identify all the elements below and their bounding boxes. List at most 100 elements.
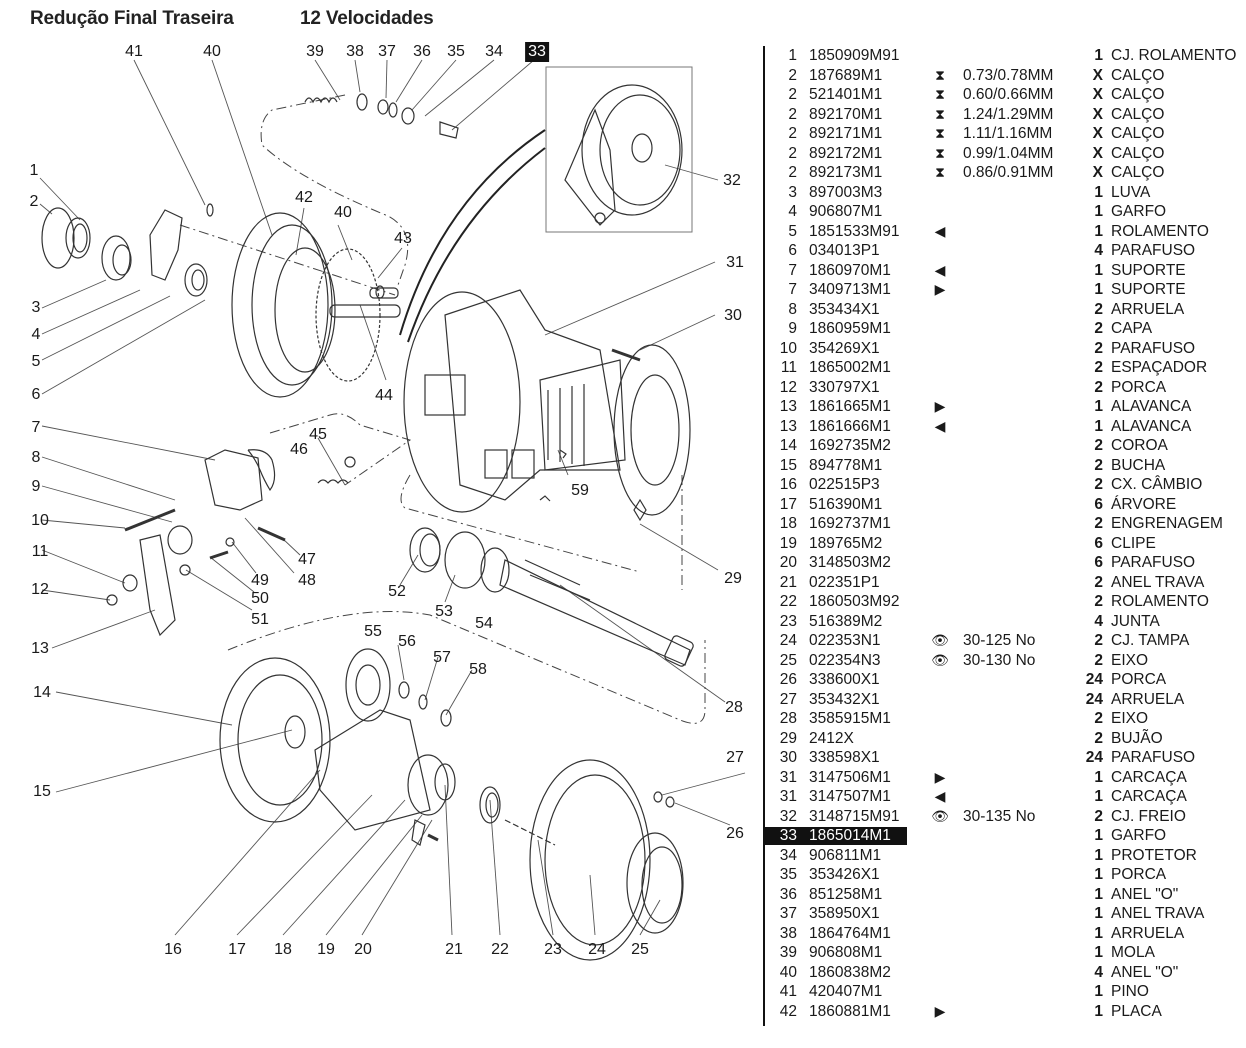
callout-4[interactable]: 4 — [31, 326, 41, 343]
callout-38[interactable]: 38 — [346, 43, 364, 60]
callout-25[interactable]: 25 — [631, 941, 649, 958]
callout-17[interactable]: 17 — [228, 941, 246, 958]
callout-47[interactable]: 47 — [298, 551, 316, 568]
callout-20[interactable]: 20 — [354, 941, 372, 958]
callout-5[interactable]: 5 — [31, 353, 41, 370]
callout-32[interactable]: 32 — [723, 172, 741, 189]
callout-10[interactable]: 10 — [31, 512, 49, 529]
callout-11[interactable]: 11 — [31, 543, 49, 560]
callout-3[interactable]: 3 — [31, 299, 41, 316]
callout-51[interactable]: 51 — [251, 611, 269, 628]
callout-18[interactable]: 18 — [274, 941, 292, 958]
callout-8[interactable]: 8 — [31, 449, 41, 466]
callout-13[interactable]: 13 — [31, 640, 49, 657]
callout-41[interactable]: 41 — [125, 43, 143, 60]
callout-56[interactable]: 56 — [398, 633, 416, 650]
callout-39[interactable]: 39 — [306, 43, 324, 60]
callout-52[interactable]: 52 — [388, 583, 406, 600]
callout-53[interactable]: 53 — [435, 603, 453, 620]
callout-9[interactable]: 9 — [31, 478, 41, 495]
callout-24[interactable]: 24 — [588, 941, 606, 958]
callout-46[interactable]: 46 — [290, 441, 308, 458]
callout-33-highlighted[interactable]: 33 — [525, 42, 549, 62]
callout-54[interactable]: 54 — [475, 615, 493, 632]
callout-21[interactable]: 21 — [445, 941, 463, 958]
callout-22[interactable]: 22 — [491, 941, 509, 958]
callout-42[interactable]: 42 — [295, 189, 313, 206]
callout-31[interactable]: 31 — [726, 254, 744, 271]
callout-49[interactable]: 49 — [251, 572, 269, 589]
callout-35[interactable]: 35 — [447, 43, 465, 60]
callout-36[interactable]: 36 — [413, 43, 431, 60]
callout-12[interactable]: 12 — [31, 581, 49, 598]
callout-40b[interactable]: 40 — [334, 204, 352, 221]
callout-26[interactable]: 26 — [726, 825, 744, 842]
callout-14[interactable]: 14 — [33, 684, 51, 701]
callout-44[interactable]: 44 — [375, 387, 393, 404]
callout-15[interactable]: 15 — [33, 783, 51, 800]
callout-7[interactable]: 7 — [31, 419, 41, 436]
callout-2[interactable]: 2 — [29, 193, 39, 210]
callout-57[interactable]: 57 — [433, 649, 451, 666]
callout-16[interactable]: 16 — [164, 941, 182, 958]
callout-27[interactable]: 27 — [726, 749, 744, 766]
callout-1[interactable]: 1 — [29, 162, 39, 179]
callout-28[interactable]: 28 — [725, 699, 743, 716]
callout-55[interactable]: 55 — [364, 623, 382, 640]
callout-48[interactable]: 48 — [298, 572, 316, 589]
callout-19[interactable]: 19 — [317, 941, 335, 958]
callout-43[interactable]: 43 — [394, 230, 412, 247]
callout-45[interactable]: 45 — [309, 426, 327, 443]
callout-23[interactable]: 23 — [544, 941, 562, 958]
callout-37[interactable]: 37 — [378, 43, 396, 60]
callout-29[interactable]: 29 — [724, 570, 742, 587]
callout-50[interactable]: 50 — [251, 590, 269, 607]
callout-58[interactable]: 58 — [469, 661, 487, 678]
